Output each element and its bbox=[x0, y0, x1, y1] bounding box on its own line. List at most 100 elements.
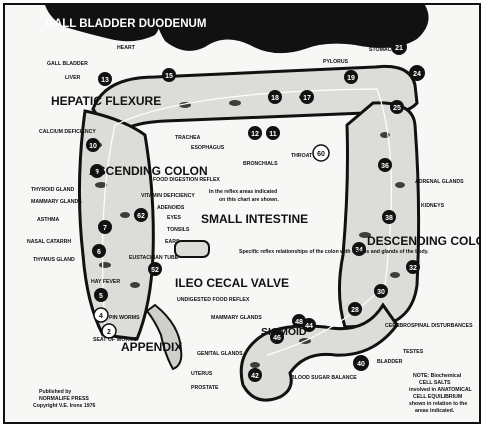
label-bronchials: BRONCHIALS bbox=[243, 161, 278, 167]
point-62: 62 bbox=[134, 208, 148, 222]
label-undigested-food-reflex: UNDIGESTED FOOD REFLEX bbox=[177, 297, 250, 303]
label-seat-of-worms: SEAT OF WORMS bbox=[93, 337, 138, 343]
label-food-digestion-reflex: FOOD DIGESTION REFLEX bbox=[153, 177, 220, 183]
label-nasal-catarrh: NASAL CATARRH bbox=[27, 239, 71, 245]
ascending-colon-heading: ASCENDING COLON bbox=[89, 164, 208, 178]
label-prostate: PROSTATE bbox=[191, 385, 219, 391]
page-title: GALL BLADDER DUODENUM bbox=[45, 18, 206, 30]
point-15: 15 bbox=[162, 68, 176, 82]
point-11: 11 bbox=[266, 126, 280, 140]
chart-canvas: 21 24 19 17 18 15 13 12 10 11 9 7 6 5 62… bbox=[5, 5, 479, 422]
label-mammary-glands-right: MAMMARY GLANDS bbox=[211, 315, 262, 321]
label-thymus-gland: THYMUS GLAND bbox=[33, 257, 75, 263]
sigmoid-heading: SIGMOID bbox=[261, 326, 307, 338]
note-line-3: CELL EQUILIBRIUM bbox=[413, 394, 462, 400]
point-2: 2 bbox=[102, 324, 116, 338]
svg-text:7: 7 bbox=[103, 225, 107, 232]
label-pin-worms: PIN WORMS bbox=[109, 315, 140, 321]
svg-text:17: 17 bbox=[303, 95, 311, 102]
label-asthma: ASTHMA bbox=[37, 217, 59, 223]
label-calcium-deficiency: CALCIUM DEFICIENCY bbox=[39, 129, 96, 135]
publisher-line-2: NORMALIFE PRESS bbox=[39, 396, 89, 402]
point-38: 38 bbox=[382, 210, 396, 224]
label-eyes: EYES bbox=[167, 215, 181, 221]
ileocecal-valve-stub bbox=[175, 241, 209, 257]
svg-text:48: 48 bbox=[295, 319, 303, 326]
note-line-4: shown in relation to the bbox=[409, 401, 467, 407]
colon-reflex-chart: 21 24 19 17 18 15 13 12 10 11 9 7 6 5 62… bbox=[3, 3, 481, 424]
label-thyroid-gland: THYROID GLAND bbox=[31, 187, 74, 193]
point-10: 10 bbox=[86, 138, 100, 152]
svg-text:40: 40 bbox=[357, 361, 365, 368]
label-bladder: BLADDER bbox=[377, 359, 403, 365]
svg-text:28: 28 bbox=[351, 307, 359, 314]
svg-text:42: 42 bbox=[251, 373, 259, 380]
svg-text:13: 13 bbox=[101, 77, 109, 84]
label-eustachian-tube: EUSTACHIAN TUBE bbox=[129, 255, 179, 261]
appendix-shape bbox=[147, 305, 181, 369]
label-pylorus: PYLORUS bbox=[323, 59, 349, 65]
label-heart: HEART bbox=[117, 45, 136, 51]
svg-text:60: 60 bbox=[317, 151, 325, 158]
point-5: 5 bbox=[94, 288, 108, 302]
svg-text:38: 38 bbox=[385, 215, 393, 222]
label-tonsils: TONSILS bbox=[167, 227, 190, 233]
ileocecal-valve-heading: ILEO CECAL VALVE bbox=[175, 276, 289, 290]
point-6: 6 bbox=[92, 244, 106, 258]
copyright-line: Copyright V.E. Irons 1976 bbox=[33, 403, 95, 409]
svg-text:5: 5 bbox=[99, 293, 103, 300]
svg-text:30: 30 bbox=[377, 289, 385, 296]
label-stomach: STOMACH bbox=[369, 47, 395, 53]
svg-text:24: 24 bbox=[413, 71, 421, 78]
point-60: 60 bbox=[313, 145, 329, 161]
label-liver: LIVER bbox=[65, 75, 81, 81]
svg-text:2: 2 bbox=[107, 329, 111, 336]
svg-text:15: 15 bbox=[165, 73, 173, 80]
point-24: 24 bbox=[409, 65, 425, 81]
label-hay-fever: HAY FEVER bbox=[91, 279, 120, 285]
svg-text:12: 12 bbox=[251, 131, 259, 138]
descending-colon-heading: DESCENDING COLON bbox=[367, 234, 479, 248]
sigmoid-colon bbox=[241, 305, 397, 400]
label-throat: THROAT bbox=[291, 153, 313, 159]
hepatic-flexure-heading: HEPATIC FLEXURE bbox=[51, 94, 161, 108]
svg-text:25: 25 bbox=[393, 105, 401, 112]
label-blood-sugar-balance: BLOOD SUGAR BALANCE bbox=[291, 375, 357, 381]
svg-text:11: 11 bbox=[269, 131, 277, 138]
svg-text:6: 6 bbox=[97, 249, 101, 256]
label-cerebrospinal: CEREBROSPINAL DISTURBANCES bbox=[385, 323, 473, 329]
label-uterus: UTERUS bbox=[191, 371, 213, 377]
small-intestine-heading: SMALL INTESTINE bbox=[201, 212, 308, 226]
svg-text:21: 21 bbox=[395, 45, 403, 52]
point-17: 17 bbox=[300, 90, 314, 104]
point-32: 32 bbox=[406, 260, 420, 274]
svg-text:62: 62 bbox=[137, 213, 145, 220]
label-adrenal-glands: ADRENAL GLANDS bbox=[415, 179, 464, 185]
point-52: 52 bbox=[148, 262, 162, 276]
center-caption-line-1: In the reflex areas indicated bbox=[209, 189, 277, 195]
label-vitamin-deficiency: VITAMIN DEFICIENCY bbox=[141, 193, 195, 199]
point-4: 4 bbox=[94, 308, 108, 322]
point-40: 40 bbox=[353, 355, 369, 371]
label-gall-bladder: GALL BLADDER bbox=[47, 61, 88, 67]
point-19: 19 bbox=[344, 70, 358, 84]
label-mammary-glands-left: MAMMARY GLANDS bbox=[31, 199, 82, 205]
label-trachea: TRACHEA bbox=[175, 135, 201, 141]
svg-text:19: 19 bbox=[347, 75, 355, 82]
publisher-line-1: Published by bbox=[39, 389, 71, 395]
point-7: 7 bbox=[98, 220, 112, 234]
svg-text:4: 4 bbox=[99, 313, 103, 320]
note-title: NOTE: Biochemical bbox=[413, 373, 462, 379]
point-13: 13 bbox=[98, 72, 112, 86]
svg-text:18: 18 bbox=[271, 95, 279, 102]
note-line-5: areas indicated. bbox=[415, 408, 455, 414]
label-esophagus: ESOPHAGUS bbox=[191, 145, 225, 151]
svg-text:36: 36 bbox=[381, 163, 389, 170]
note-line-2: involved in ANATOMICAL bbox=[409, 387, 473, 393]
point-30: 30 bbox=[374, 284, 388, 298]
svg-text:10: 10 bbox=[89, 143, 97, 150]
label-adenoids: ADENOIDS bbox=[157, 205, 185, 211]
lower-caption: Specific reflex relationships of the col… bbox=[239, 249, 429, 255]
svg-text:32: 32 bbox=[409, 265, 417, 272]
label-kidneys: KIDNEYS bbox=[421, 203, 445, 209]
